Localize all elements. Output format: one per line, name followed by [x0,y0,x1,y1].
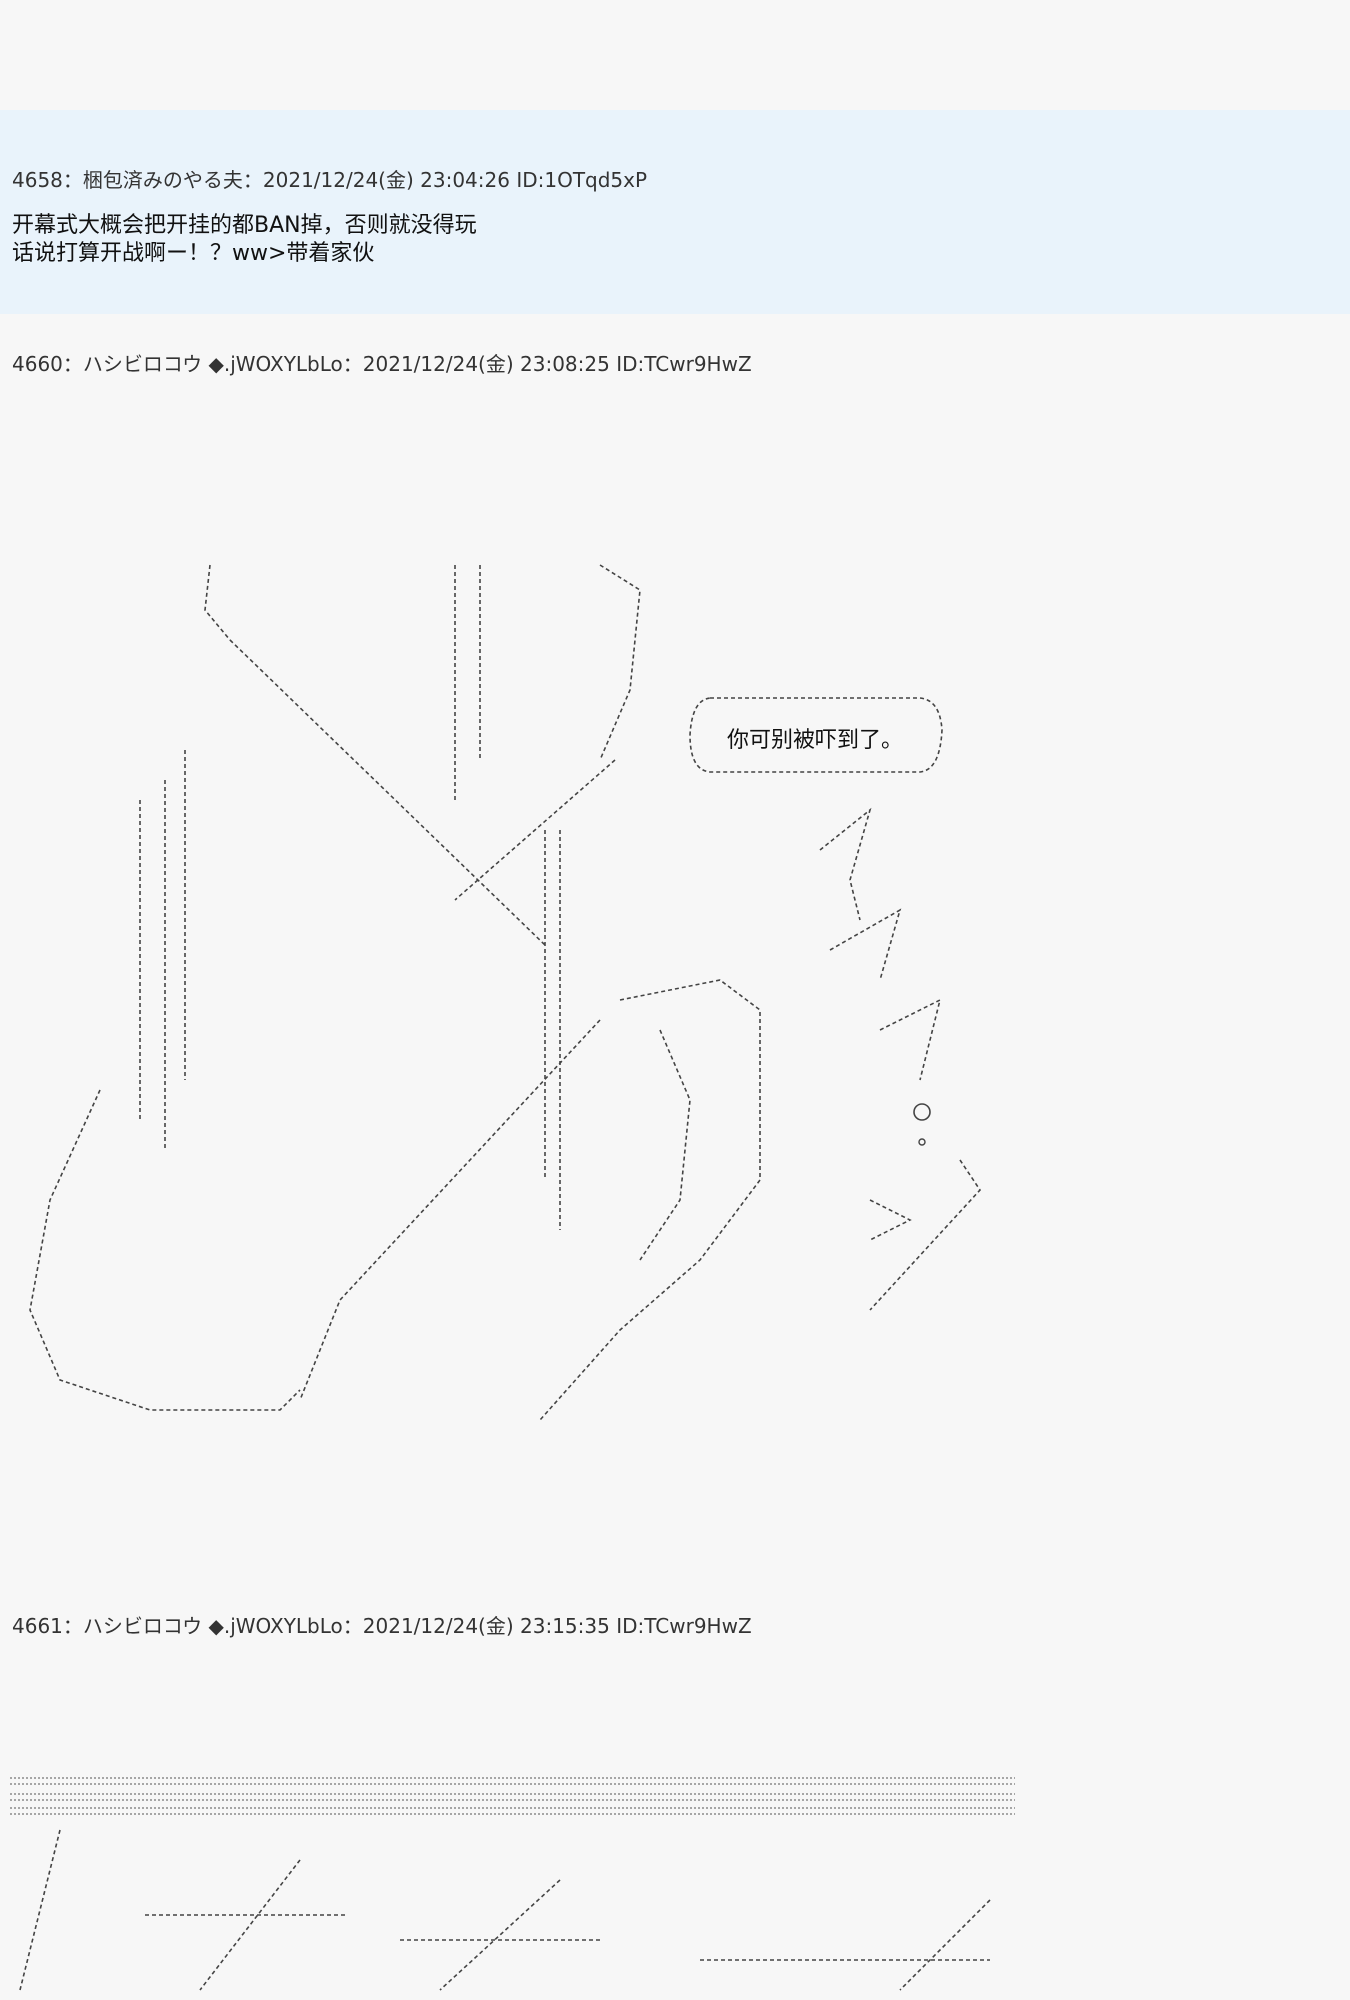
art-lower-stroke-5 [439,1879,561,1991]
art-stroke-right-figure-5 [869,1159,982,1311]
art-stroke-top-left-curve [204,564,231,641]
post-4658-body: 开幕式大概会把开挂的都BAN掉，否则就没得玩 话说打算开战啊ー！？ww>带着家伙 [12,212,477,268]
art-stroke-inner-loop [639,1029,691,1261]
art-circle-small [918,1138,926,1146]
art-stroke-right-figure-1 [819,807,872,921]
art-stroke-right-figure-2 [829,908,902,981]
speech-bubble-outline [689,697,943,773]
post-4658-line-1: 开幕式大概会把开挂的都BAN掉，否则就没得玩 [12,213,477,238]
art-stroke-left-loop [29,1089,301,1411]
art-stroke-long-diagonal [299,1019,601,1401]
art-lower-stroke-1 [19,1829,61,1991]
art-lower-stroke-7 [899,1899,991,1991]
post-4658-line-2: 话说打算开战啊ー！？ww>带着家伙 [12,241,375,266]
art-stroke-right-figure-4 [869,1199,912,1241]
art-stroke-diagonal-1 [229,639,546,946]
post-4661-header: 4661：ハシビロコウ ◆.jWOXYLbLo：2021/12/24(金) 23… [12,1614,752,1638]
speech-bubble-text: 你可别被吓到了。 [727,728,904,753]
art-lower-stroke-3 [199,1859,301,1991]
post-4660-header: 4660：ハシビロコウ ◆.jWOXYLbLo：2021/12/24(金) 23… [12,352,752,376]
art-stroke-right-loop [539,979,761,1421]
art-circle-large [913,1103,931,1121]
art-stroke-diagonal-2 [454,759,616,901]
art-stroke-right-figure-3 [879,998,942,1081]
art-stroke-top-right-curve [599,564,641,761]
post-4658-header: 4658：梱包済みのやる夫：2021/12/24(金) 23:04:26 ID:… [12,168,648,192]
post-4658-highlight [0,110,1350,314]
